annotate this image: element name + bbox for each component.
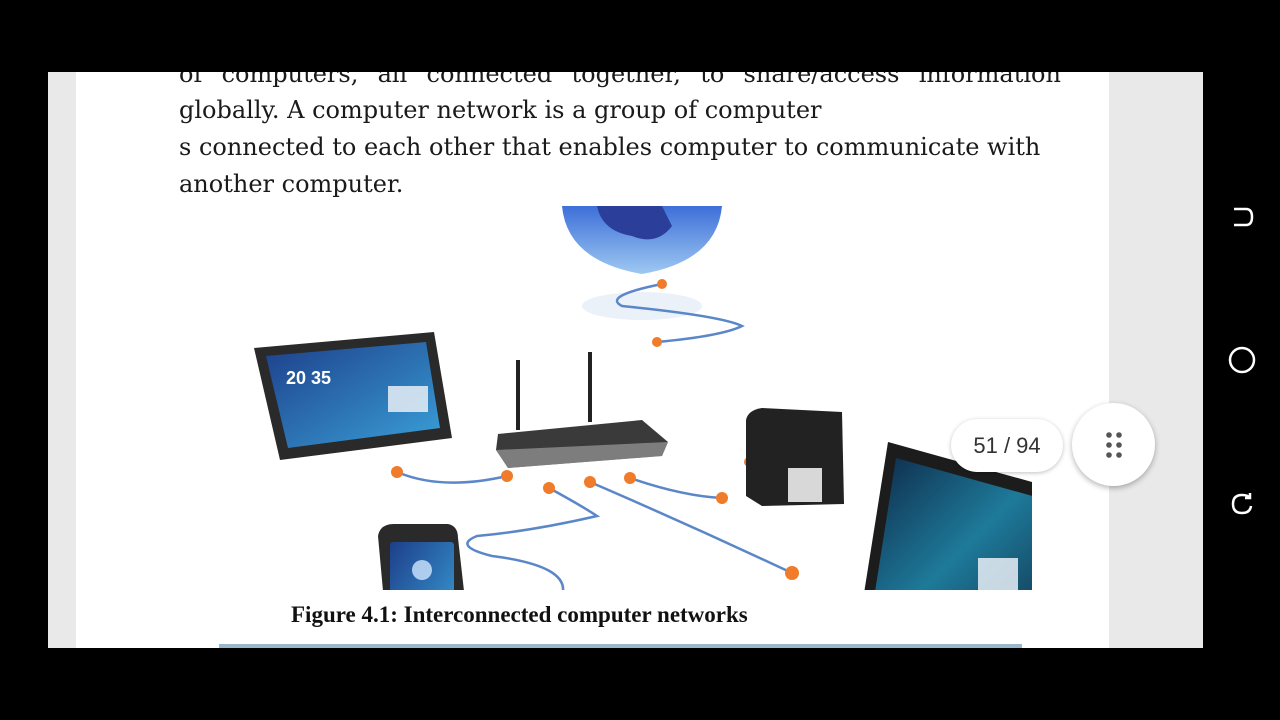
- external-drive: [746, 408, 844, 506]
- recents-icon: [1231, 493, 1253, 515]
- text-line-3: s connected to each other that enables c…: [179, 133, 1041, 161]
- globe: [562, 206, 722, 320]
- word: computers,: [221, 72, 359, 88]
- text-line-2: globally. A computer network is a group …: [179, 96, 822, 124]
- text-line-1: of computers, all connected together, to…: [179, 72, 1061, 93]
- back-icon: [1234, 207, 1254, 227]
- figure-caption: Figure 4.1: Interconnected computer netw…: [291, 602, 748, 627]
- nav-back-button[interactable]: [1222, 197, 1262, 237]
- laptop: [864, 442, 1032, 590]
- word: together,: [571, 72, 681, 88]
- document-viewer[interactable]: of computers, all connected together, to…: [48, 72, 1203, 648]
- word: share/access: [743, 72, 900, 88]
- nav-recents-button[interactable]: [1222, 484, 1262, 524]
- grid-dots-icon: [1105, 431, 1122, 458]
- cable-connectors: [391, 279, 799, 580]
- word: of: [179, 72, 203, 88]
- network-illustration: 20 35: [254, 206, 1032, 590]
- text-line-4: another computer.: [179, 170, 404, 198]
- router: [496, 352, 668, 468]
- document-page: of computers, all connected together, to…: [76, 72, 1109, 648]
- divider: [219, 644, 1022, 648]
- menu-button[interactable]: [1072, 403, 1155, 486]
- home-icon: [1228, 346, 1256, 374]
- smartphone: [378, 524, 464, 590]
- word: connected: [426, 72, 553, 88]
- tablet-clock: 20 35: [286, 368, 331, 388]
- cables: [396, 282, 793, 590]
- word: information: [918, 72, 1061, 88]
- word: to: [700, 72, 725, 88]
- nav-home-button[interactable]: [1222, 340, 1262, 380]
- word: all: [377, 72, 408, 88]
- tablet: 20 35: [254, 332, 452, 460]
- page-indicator[interactable]: 51 / 94: [951, 419, 1063, 472]
